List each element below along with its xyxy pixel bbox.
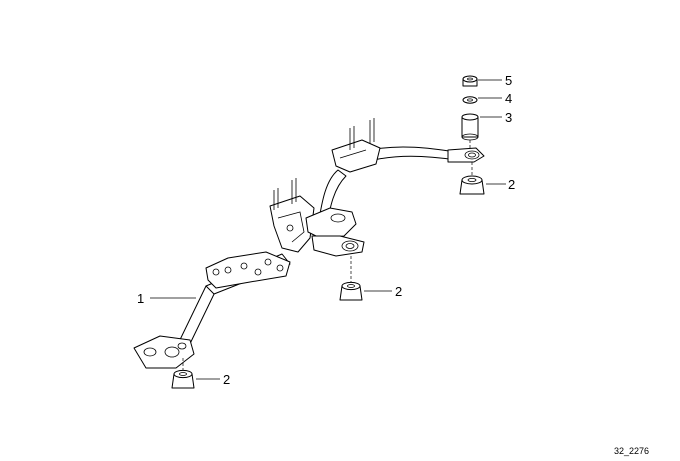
callout-2-front: 2 bbox=[223, 372, 230, 387]
mid-bracket-plate bbox=[205, 251, 291, 289]
rubber-mount-front-left bbox=[171, 369, 195, 389]
rubber-mount-rear-top bbox=[459, 175, 485, 195]
callout-1: 1 bbox=[137, 291, 144, 306]
rear-upper-bracket bbox=[331, 118, 381, 173]
callout-2-rear: 2 bbox=[508, 177, 515, 192]
centre-turret-bracket bbox=[305, 207, 365, 257]
callout-5: 5 bbox=[505, 73, 512, 88]
bushing bbox=[461, 113, 479, 141]
rubber-mount-centre bbox=[339, 281, 363, 301]
callout-2-centre: 2 bbox=[395, 284, 402, 299]
callout-4: 4 bbox=[505, 91, 512, 106]
callout-3: 3 bbox=[505, 110, 512, 125]
washer bbox=[462, 96, 478, 104]
front-left-flange bbox=[133, 335, 195, 369]
rear-eye-end bbox=[447, 147, 485, 163]
centre-bracket bbox=[269, 178, 315, 253]
reference-code: 32_2276 bbox=[614, 446, 649, 456]
nut bbox=[462, 75, 478, 87]
